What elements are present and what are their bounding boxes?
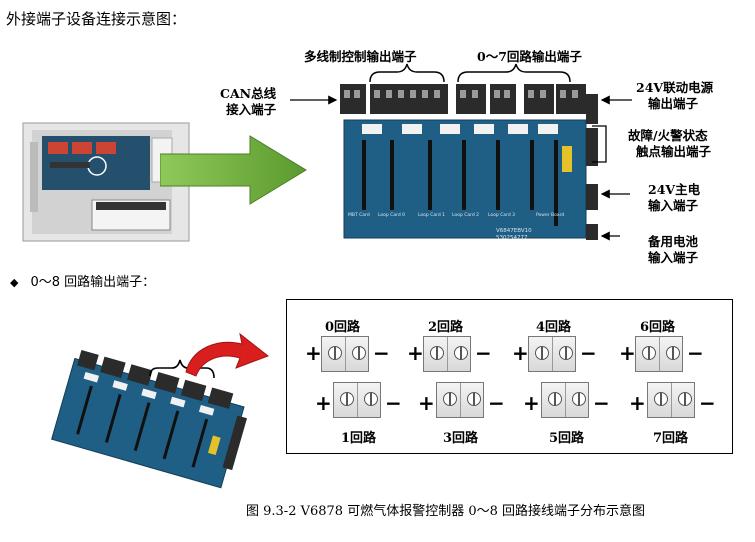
loop-2-label: 2回路 [428, 320, 464, 335]
loop-1-minus: − [385, 391, 402, 415]
loop-board-photo [51, 349, 248, 489]
card-label: Loop Card 2 [452, 212, 479, 218]
board-code-text: 530254777 [496, 235, 528, 241]
label-fault-contact: 故障/火警状态 触点输出端子 [628, 128, 712, 159]
page-heading: 外接端子设备连接示意图： [6, 10, 187, 28]
loop-1-plus: + [315, 391, 332, 415]
loop-terminal-diagram: 0回路 + − 2回路 + − 4回路 + − 6回路 + − + − 1回路 … [286, 299, 733, 454]
card-label: MBT Card [348, 212, 370, 218]
loop-0-minus: − [373, 341, 390, 365]
loop-4-plus: + [512, 341, 529, 365]
section-bullet: ◆ 0～8 回路输出端子： [10, 271, 155, 290]
loop-4-terminal [528, 336, 576, 372]
card-label: Loop Card 3 [488, 212, 515, 218]
controller-cabinet-photo [22, 122, 190, 242]
loop-2-plus: + [407, 341, 424, 365]
loop-1-label: 1回路 [341, 431, 377, 446]
label-24v-main: 24V主电 输入端子 [648, 182, 701, 213]
loop-7-plus: + [629, 391, 646, 415]
loop-6-minus: − [687, 341, 704, 365]
loop-2-minus: − [475, 341, 492, 365]
annotation-lines [290, 63, 632, 241]
card-label: Loop Card 0 [378, 212, 405, 218]
loop-7-terminal [647, 382, 695, 418]
loop-7-label: 7回路 [653, 431, 689, 446]
loop-3-plus: + [418, 391, 435, 415]
loop-6-label: 6回路 [640, 320, 676, 335]
loop-6-terminal [635, 336, 683, 372]
loop-5-label: 5回路 [549, 431, 585, 446]
loop-5-minus: − [593, 391, 610, 415]
loop-7-minus: − [699, 391, 716, 415]
card-label: Power Board [536, 212, 564, 218]
loop-0-plus: + [305, 341, 322, 365]
card-label: Loop Card 1 [418, 212, 445, 218]
loop-5-terminal [541, 382, 589, 418]
loop-4-label: 4回路 [536, 320, 572, 335]
loop-0-label: 0回路 [325, 320, 361, 335]
bullet-text: 0～8 回路输出端子： [30, 275, 156, 290]
loop-5-plus: + [523, 391, 540, 415]
figure-caption: 图 9.3-2 V6878 可燃气体报警控制器 0～8 回路接线端子分布示意图 [246, 504, 646, 519]
loop-2-terminal [423, 336, 471, 372]
loop-3-terminal [436, 382, 484, 418]
main-circuit-board: MBT Card Loop Card 0 Loop Card 1 Loop Ca… [340, 84, 598, 241]
loop-0-terminal [321, 336, 369, 372]
green-arrow [160, 135, 307, 205]
label-backup-battery: 备用电池 输入端子 [648, 234, 699, 265]
label-can-terminal: CAN总线 接入端子 [220, 86, 277, 117]
red-arrow [185, 332, 270, 377]
board-model-text: V6847EBV10 [496, 228, 532, 234]
loop-1-terminal [333, 382, 381, 418]
loop-3-minus: − [488, 391, 505, 415]
label-multiline-output: 多线制控制输出端子 [304, 49, 417, 64]
loop-3-label: 3回路 [443, 431, 479, 446]
label-24v-linkage: 24V联动电源 输出端子 [636, 80, 714, 111]
loop-4-minus: − [580, 341, 597, 365]
loop-6-plus: + [619, 341, 636, 365]
label-loop-output: 0～7回路输出端子 [477, 49, 582, 64]
diamond-bullet-icon: ◆ [10, 276, 19, 289]
